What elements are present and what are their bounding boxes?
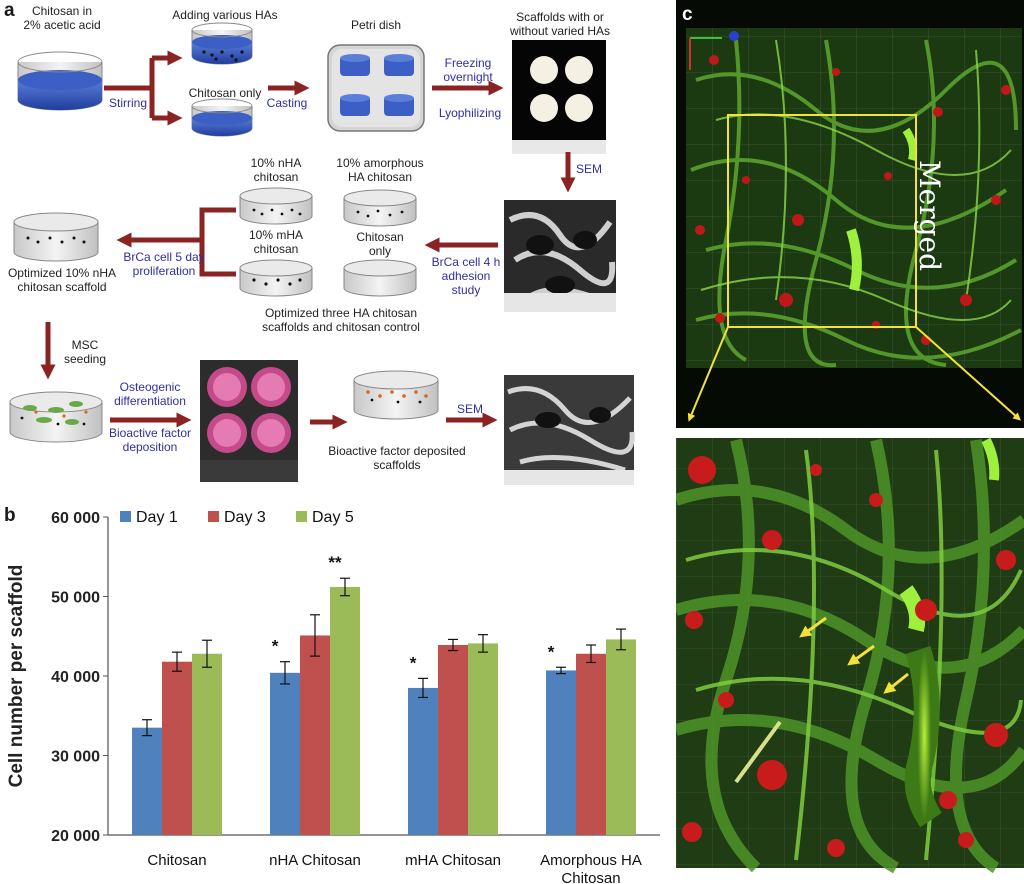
bar [330,586,360,835]
msc-seeding-label: MSC seeding [63,338,107,366]
zoomed-confocal-image [676,437,1024,874]
y-axis-title: Cell number per scaffold [6,565,27,788]
bar [438,644,468,835]
significance-mark: * [548,642,555,661]
legend-swatch [296,511,307,522]
legend-label: Day 1 [136,509,178,526]
dish-mha [239,259,313,297]
x-category-label: Amorphous HA [540,852,642,869]
bar [162,661,192,835]
significance-mark: * [410,653,417,672]
zoom-arrow-right [915,326,1021,421]
dish-nha [239,187,313,225]
casting-label: Casting [266,96,308,110]
needle-structure [734,720,782,784]
x-category-label: Chitosan [147,852,206,869]
adding-has-label: Adding various HAs [172,8,278,22]
sem-image-2 [504,375,635,485]
bar [408,687,438,835]
well-plate-photo [200,360,298,482]
bioactive-deposition-label: Bioactive factor deposition [108,426,192,454]
y-tick-label: 20 000 [51,828,100,845]
x-category-label: nHA Chitosan [269,852,361,869]
x-category-label: Chitosan [561,870,620,884]
legend-swatch [208,511,219,522]
chitosan-only-label: Chitosan only [188,86,262,100]
microscopy-panel: c Merged [676,0,1024,884]
legend-label: Day 5 [312,509,354,526]
panel-label-c: c [682,4,693,25]
x-category-label: mHA Chitosan [405,852,501,869]
dish-msc-seeded [9,391,103,443]
axis-indicator [689,31,739,70]
y-tick-label: 30 000 [51,749,100,766]
chitosan-acetic-label: Chitosan in 2% acetic acid [23,4,101,32]
y-tick-label: 50 000 [51,590,100,607]
sem-label-1: SEM [576,162,603,176]
petri-dish-label: Petri dish [350,18,402,32]
bar [606,639,636,835]
osteogenic-label: Osteogenic differentiation [114,380,186,408]
legend-swatch [120,511,131,522]
bar [270,672,300,835]
y-tick-label: 40 000 [51,669,100,686]
bar [192,653,222,835]
y-tick-label: 60 000 [51,510,100,527]
legend-label: Day 3 [224,509,266,526]
merged-label: Merged [913,160,946,272]
optimized-nha-label: Optimized 10% nHA chitosan scaffold [7,266,117,294]
dish-optimized-nha [13,212,99,262]
significance-mark: ** [328,553,342,572]
sem-label-2: SEM [456,402,483,416]
bioactive-scaffolds-label: Bioactive factor deposited scaffolds [328,444,466,472]
bar [132,727,162,835]
stirring-label: Stirring [108,96,147,110]
freezing-label: Freezing overnight [443,56,493,84]
merged-confocal-image [676,0,1024,428]
region-of-interest-box [727,114,917,328]
workflow-schematic: a Chitosan in 2% acetic acid Adding vari… [0,0,672,502]
mha-chitosan-label: 10% mHA chitosan [248,228,304,256]
amorphous-chitosan-label: 10% amorphous HA chitosan [336,156,424,184]
bar [546,670,576,835]
bar [576,653,606,835]
beaker-chitosan-acetic [17,51,103,111]
nha-chitosan-label: 10% nHA chitosan [250,156,302,184]
proliferation-arrow [116,207,236,277]
dish-bioactive [353,370,439,420]
petri-wells [340,54,414,116]
significance-mark: * [272,637,279,656]
scaffolds-title: Scaffolds with or without varied HAs [509,10,611,38]
feature-arrows [799,616,909,694]
scaffolds-photo [512,40,606,154]
brca-adhesion-label: BrCa cell 4 h adhesion study [431,255,501,297]
lyophilizing-label: Lyophilizing [438,106,502,120]
brca-proliferation-label: BrCa cell 5 day proliferation [123,250,205,278]
beaker-chitosan-only [191,98,253,137]
sem-image-1 [504,200,616,312]
bar [468,643,498,835]
panel-label-b: b [4,505,16,526]
beaker-ha [191,22,253,65]
workflow-graphics [9,22,635,485]
dish-amorphous [343,189,417,227]
panel-label-a: a [4,0,15,21]
dish-chitosan-only [343,259,417,297]
optimized-three-label: Optimized three HA chitosan scaffolds an… [262,306,420,334]
stirring-arrow [104,50,183,126]
microscopy-graphics [676,0,1024,874]
petri-dish [327,44,425,132]
zoom-arrow-left [687,326,729,422]
bar [300,635,330,835]
chitosan-only-label-2: Chitosan only [356,230,404,258]
